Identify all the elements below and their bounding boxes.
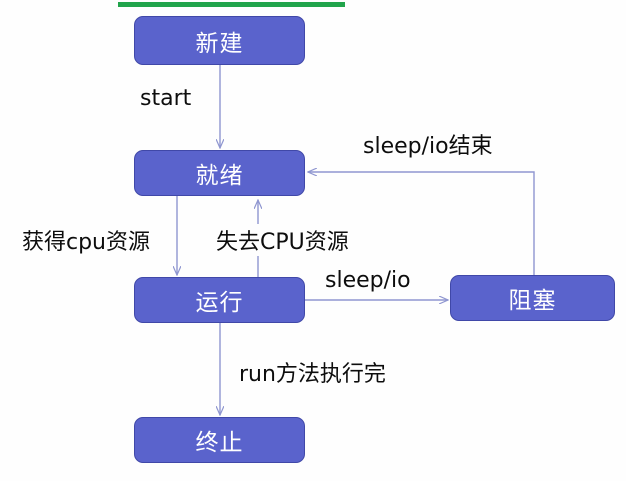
edge-label-lose-cpu: 失去CPU资源 xyxy=(213,224,352,256)
node-new[interactable]: 新建 xyxy=(134,16,305,65)
node-blocked-label: 阻塞 xyxy=(508,288,557,314)
edge-label-run-done: run方法执行完 xyxy=(236,356,389,388)
green-accent-bar xyxy=(118,2,345,7)
node-ready-label: 就绪 xyxy=(195,163,244,189)
edge-label-get-cpu: 获得cpu资源 xyxy=(19,224,154,256)
node-new-label: 新建 xyxy=(195,30,244,57)
node-running-label: 运行 xyxy=(195,290,244,316)
node-terminated[interactable]: 终止 xyxy=(134,417,305,463)
edge-label-sleep-io-end: sleep/io结束 xyxy=(360,128,496,160)
edge-label-sleep-io: sleep/io xyxy=(322,268,414,293)
edge-label-start: start xyxy=(137,86,195,111)
node-running[interactable]: 运行 xyxy=(134,277,305,323)
node-terminated-label: 终止 xyxy=(195,430,244,456)
node-ready[interactable]: 就绪 xyxy=(134,150,305,196)
node-blocked[interactable]: 阻塞 xyxy=(450,275,615,321)
